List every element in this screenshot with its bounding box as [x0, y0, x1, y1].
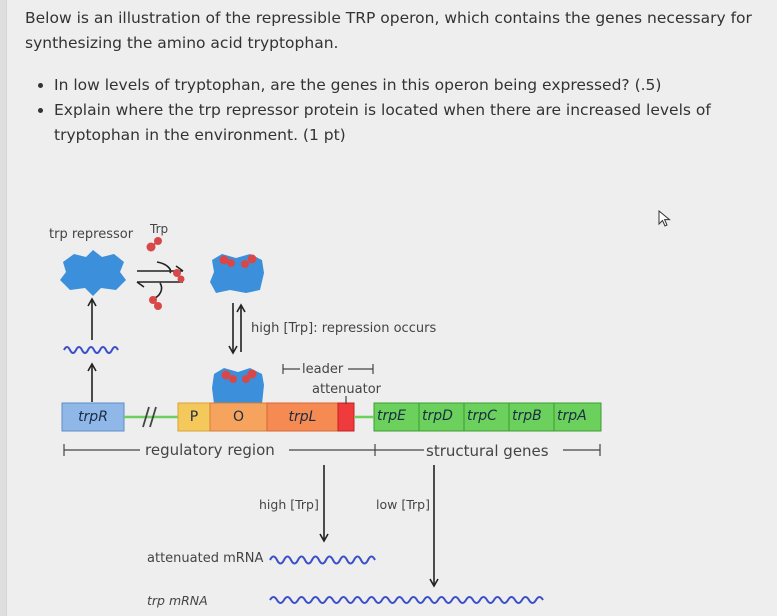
attenuated-mrna-label: attenuated mRNA [147, 551, 264, 566]
gene-label: trpE [377, 408, 406, 424]
trp-molecule-icon [149, 269, 185, 310]
repressor-label: trp repressor [49, 227, 134, 242]
attenuator-box [337, 402, 355, 432]
high-trp-label: high [Trp] [259, 497, 319, 512]
gene-label: trpB [512, 408, 542, 424]
operator-box [209, 402, 268, 432]
repressor-trp-complex-icon [210, 254, 264, 293]
trpR-mrna-icon [63, 346, 119, 354]
dna-break-icon [142, 406, 157, 428]
attenuated-mrna-icon [269, 555, 376, 565]
bullet-item: In low levels of tryptophan, are the gen… [54, 73, 754, 98]
gene-label: trpD [422, 408, 453, 424]
trpR-label: trpR [78, 409, 108, 425]
question-card [6, 0, 777, 616]
repressor-bound-icon [212, 368, 264, 404]
leader-bracket-icon [282, 364, 374, 404]
leader-label: leader [302, 362, 344, 377]
operator-label: O [232, 409, 245, 425]
structural-genes-box [373, 402, 602, 432]
trpR-gene-box [61, 402, 125, 432]
question-bullets: In low levels of tryptophan, are the gen… [24, 73, 754, 148]
gene-label: trpA [557, 408, 587, 424]
cursor-icon [658, 210, 671, 227]
repressor-icon [60, 250, 126, 296]
binding-arrows-icon [228, 303, 246, 355]
repression-label: high [Trp]: repression occurs [251, 321, 437, 336]
structural-genes-label: structural genes [426, 442, 549, 460]
equilibrium-arrows-icon [136, 261, 184, 300]
gene-label: trpC [467, 408, 497, 424]
low-trp-label: low [Trp] [376, 497, 430, 512]
trpL-label: trpL [288, 409, 317, 425]
trp-label: Trp [150, 222, 169, 236]
question-intro: Below is an illustration of the repressi… [25, 9, 752, 52]
promoter-label: P [189, 409, 199, 425]
regulatory-region-label: regulatory region [145, 441, 275, 459]
trpL-box [266, 402, 339, 432]
attenuator-label: attenuator [312, 382, 381, 397]
trpR-expression-arrows-icon [87, 297, 97, 402]
transcription-arrows-icon [319, 465, 439, 588]
bullet-item: Explain where the trp repressor protein … [54, 98, 754, 148]
trp-molecule-icon [146, 237, 162, 252]
trp-mrna-label: trp mRNA [147, 593, 208, 608]
trp-mrna-icon [269, 596, 544, 604]
region-brackets-icon [63, 444, 601, 456]
